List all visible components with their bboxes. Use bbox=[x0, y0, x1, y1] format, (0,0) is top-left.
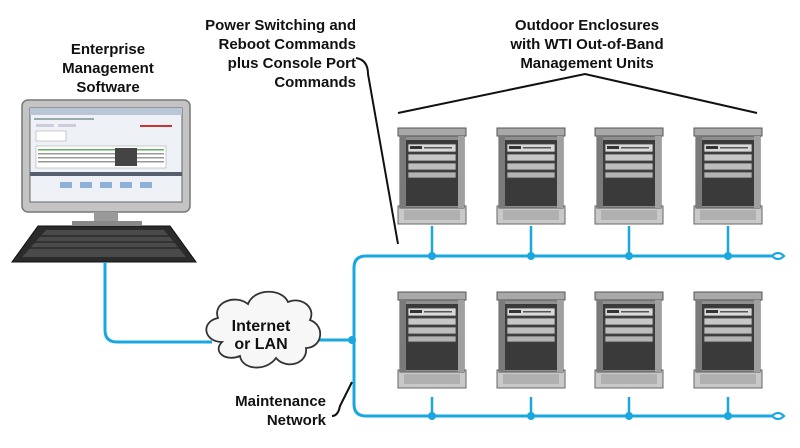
enclosure-icon bbox=[397, 291, 467, 389]
network-junctions bbox=[348, 252, 732, 420]
enclosure-icon bbox=[693, 127, 763, 225]
commands-label: Power Switching and Reboot Commands plus… bbox=[168, 16, 356, 92]
enclosure-icon bbox=[397, 127, 467, 225]
leader-lines bbox=[331, 57, 758, 417]
enclosure-icon bbox=[496, 127, 566, 225]
enclosures-label: Outdoor Enclosures with WTI Out-of-Band … bbox=[482, 16, 692, 73]
label-line: Commands bbox=[274, 74, 356, 91]
computer-monitor-icon bbox=[21, 99, 191, 225]
enclosure-icon bbox=[496, 291, 566, 389]
cloud-label: Internet or LAN bbox=[222, 318, 300, 354]
label-line: Outdoor Enclosures bbox=[514, 17, 660, 34]
label-line: Enterprise bbox=[70, 41, 146, 58]
label-line: Software bbox=[76, 79, 140, 96]
enclosure-icon bbox=[594, 127, 664, 225]
label-line: Reboot Commands bbox=[218, 36, 356, 53]
label-line: Management Units bbox=[520, 55, 654, 72]
label-line: with WTI Out-of-Band bbox=[510, 36, 664, 53]
network-label: Maintenance Network bbox=[196, 392, 326, 430]
keyboard-icon bbox=[11, 225, 197, 263]
label-line: Internet bbox=[231, 318, 291, 335]
label-line: Network bbox=[266, 412, 326, 429]
cloud-icon bbox=[205, 290, 321, 369]
label-line: or LAN bbox=[234, 336, 288, 353]
label-line: Management bbox=[62, 60, 154, 77]
label-line: Power Switching and bbox=[205, 17, 356, 34]
network-lines bbox=[103, 226, 786, 421]
enclosure-icon bbox=[594, 291, 664, 389]
label-line: Maintenance bbox=[235, 393, 326, 410]
ems-label: Enterprise Management Software bbox=[42, 40, 174, 97]
enclosure-group bbox=[397, 127, 763, 389]
label-line: plus Console Port bbox=[227, 55, 356, 72]
enclosure-icon bbox=[693, 291, 763, 389]
